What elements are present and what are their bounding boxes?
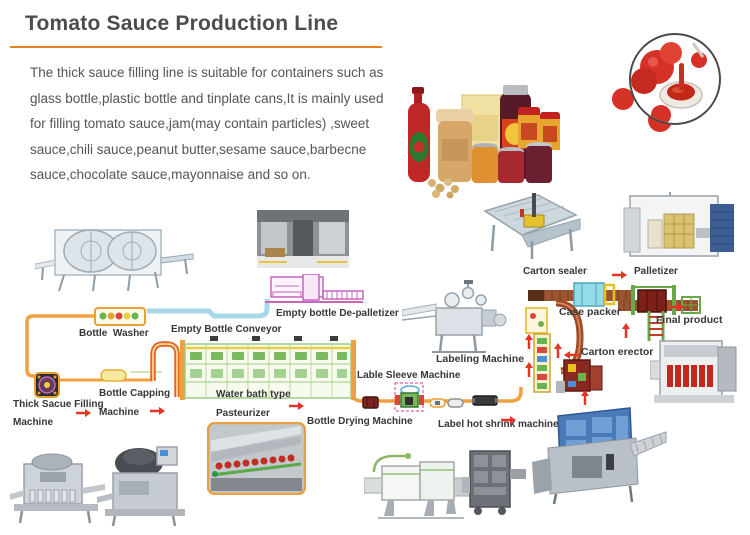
flow-arrow-right-icon [669, 299, 685, 317]
label-label-hot-shrink: Label hot shrink machine [438, 419, 559, 430]
carton-machine-photo [530, 404, 668, 511]
flow-arrow-up-icon [524, 361, 534, 382]
conveyor-carrier-icons [429, 396, 464, 414]
flow-arrow-right-icon [501, 412, 517, 430]
label-bottle-capping-line2: Machine [99, 407, 140, 418]
tomato-sauce-bowl-photo [629, 33, 721, 125]
description-line: The thick sauce filling line is suitable… [30, 65, 384, 80]
label-labeling-machine: Labeling Machine [436, 353, 525, 365]
washer-station-icon [94, 307, 146, 331]
label-bottle-washer: Bottle Washer [79, 328, 149, 339]
case-packer-conveyor-drawing [528, 281, 636, 314]
shrink-tunnel-photo [462, 447, 528, 522]
pasteurizer-photo [206, 421, 307, 500]
label-bottle-capping-line1: Bottle Capping [99, 388, 171, 399]
final-product-conveyor-drawing [616, 277, 702, 348]
bottle-washer-machine-drawing [34, 222, 195, 299]
flow-arrow-up-icon [580, 389, 590, 410]
description-line: glass bottle,plastic bottle and tinplate… [30, 90, 384, 106]
flow-arrow-right-icon [612, 267, 628, 285]
case-packer-infeed-drawing [524, 306, 560, 399]
label-palletizer: Palletizer [634, 266, 678, 277]
description-line: for filling tomato sauce,jam(may contain… [30, 116, 370, 131]
filling-machine-photo [10, 446, 105, 529]
flow-arrow-up-icon [524, 333, 534, 354]
description-line: sauce,chili sauce,peanut butter,sesame s… [30, 141, 367, 157]
depalletizer-photo [257, 210, 349, 273]
drying-station-icon [362, 396, 379, 414]
label-thick-filling-line2: Machine [13, 417, 54, 428]
depalletizer-drawing [265, 273, 365, 313]
description-line: sauce,chocolate sauce,mayonnaise and so … [30, 167, 311, 182]
capping-station-icon [100, 369, 127, 387]
flow-arrow-right-icon [76, 405, 92, 423]
filling-station-icon [34, 372, 60, 403]
carton-sealer-photo [480, 189, 583, 268]
label-thick-filling-line1: Thick Sacue Filling [13, 399, 104, 410]
page-title: Tomato Sauce Production Line [25, 12, 339, 35]
description-paragraph: The thick sauce filling line is suitable… [30, 60, 422, 188]
sleeve-station-icon [393, 381, 431, 419]
label-case-packer: Case packer [559, 306, 621, 318]
label-empty-bottle-depalletizer: Empty bottle De-palletizer [276, 308, 399, 319]
label-carton-sealer: Carton sealer [523, 266, 587, 277]
shrink-station-icon [472, 394, 498, 412]
title-underline [10, 46, 382, 48]
label-final-product: Final product [656, 314, 723, 326]
sauce-products-photo [400, 85, 565, 201]
carton-erector-drawing [556, 357, 604, 402]
flow-arrow-right-icon [289, 398, 305, 416]
label-empty-bottle-conveyor: Empty Bottle Conveyor [171, 324, 282, 335]
flow-arrow-left-icon [563, 347, 579, 365]
sleeve-labeling-machine-drawing [363, 450, 476, 525]
label-water-bath-line1: Water bath type [216, 389, 291, 400]
label-bottle-drying: Bottle Drying Machine [307, 416, 413, 427]
label-carton-erector: Carton erector [581, 346, 654, 358]
shrink-labeled-bottles-photo [649, 337, 742, 413]
flow-arrow-up-icon [553, 342, 563, 363]
flow-arrow-right-icon [150, 403, 166, 421]
label-water-bath-line2: Pasteurizer [216, 408, 270, 419]
water-bath-pasteurizer-drawing [180, 336, 356, 407]
labeling-machine-drawing [401, 279, 514, 359]
tomato-photo-fragment [612, 88, 634, 110]
label-lable-sleeve-machine: Lable Sleeve Machine [357, 370, 461, 381]
flow-arrow-up-icon [621, 322, 631, 343]
capping-machine-photo [97, 441, 194, 532]
palletizer-photo [622, 192, 736, 267]
